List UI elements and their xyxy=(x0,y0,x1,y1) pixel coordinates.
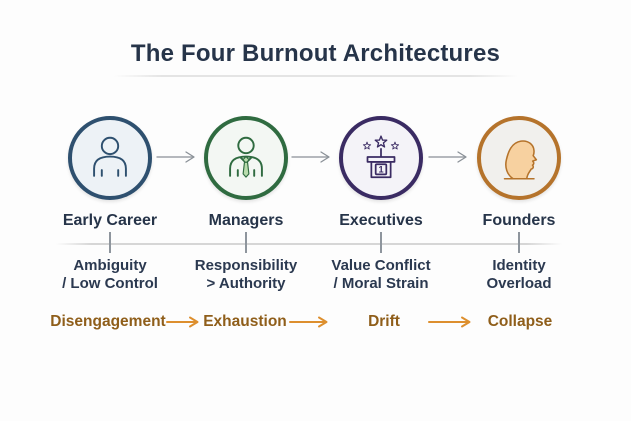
stage-executives: 1 Executives xyxy=(311,116,451,230)
mechanism-executives: Value Conflict / Moral Strain xyxy=(296,257,466,292)
timeline-tick xyxy=(109,232,111,253)
outcome-arrow-icon xyxy=(428,316,471,328)
founders-circle xyxy=(477,116,561,200)
stage-label: Early Career xyxy=(62,212,158,229)
mechanism-line: > Authority xyxy=(206,274,286,292)
podium-first-place-icon: 1 xyxy=(362,135,400,179)
outcome-collapse: Collapse xyxy=(487,313,553,330)
stage-early-career: Early Career xyxy=(40,116,180,230)
person-icon xyxy=(93,136,127,177)
flow-arrow-icon xyxy=(291,151,330,163)
timeline-tick xyxy=(245,232,247,253)
mechanism-founders: Identity Overload xyxy=(434,257,604,292)
flow-arrow-icon xyxy=(428,151,467,163)
outcome-arrow-icon xyxy=(166,316,199,328)
mechanism-line: Identity xyxy=(492,257,546,274)
flow-arrow-icon xyxy=(156,151,195,163)
timeline-tick xyxy=(380,232,382,253)
mechanism-line: / Low Control xyxy=(62,274,158,292)
timeline-tick xyxy=(518,232,520,253)
podium-rank-number: 1 xyxy=(378,164,383,174)
mechanism-line: Value Conflict xyxy=(331,257,431,274)
managers-circle xyxy=(204,116,288,200)
head-profile-icon xyxy=(503,140,538,180)
early-career-circle xyxy=(68,116,152,200)
stage-label: Executives xyxy=(339,212,423,229)
title-underline xyxy=(114,75,518,77)
outcome-disengagement: Disengagement xyxy=(50,313,166,330)
outcome-drift: Drift xyxy=(368,313,400,330)
mechanism-line: / Moral Strain xyxy=(333,274,429,292)
mechanism-line: Ambiguity xyxy=(73,257,147,274)
stage-managers: Managers xyxy=(176,116,316,230)
mechanism-managers: Responsibility > Authority xyxy=(161,257,331,292)
page-title: The Four Burnout Architectures xyxy=(130,40,501,67)
outcome-arrow-icon xyxy=(289,316,328,328)
outcome-exhaustion: Exhaustion xyxy=(203,313,287,330)
person-tie-icon xyxy=(229,136,263,178)
stage-founders: Founders xyxy=(449,116,589,230)
mechanism-line: Responsibility xyxy=(194,257,298,274)
mechanism-line: Overload xyxy=(486,274,552,292)
mechanism-early-career: Ambiguity / Low Control xyxy=(25,257,195,292)
timeline-line xyxy=(56,243,562,245)
stage-label: Managers xyxy=(208,212,284,229)
executives-circle: 1 xyxy=(339,116,423,200)
stage-label: Founders xyxy=(482,212,556,229)
